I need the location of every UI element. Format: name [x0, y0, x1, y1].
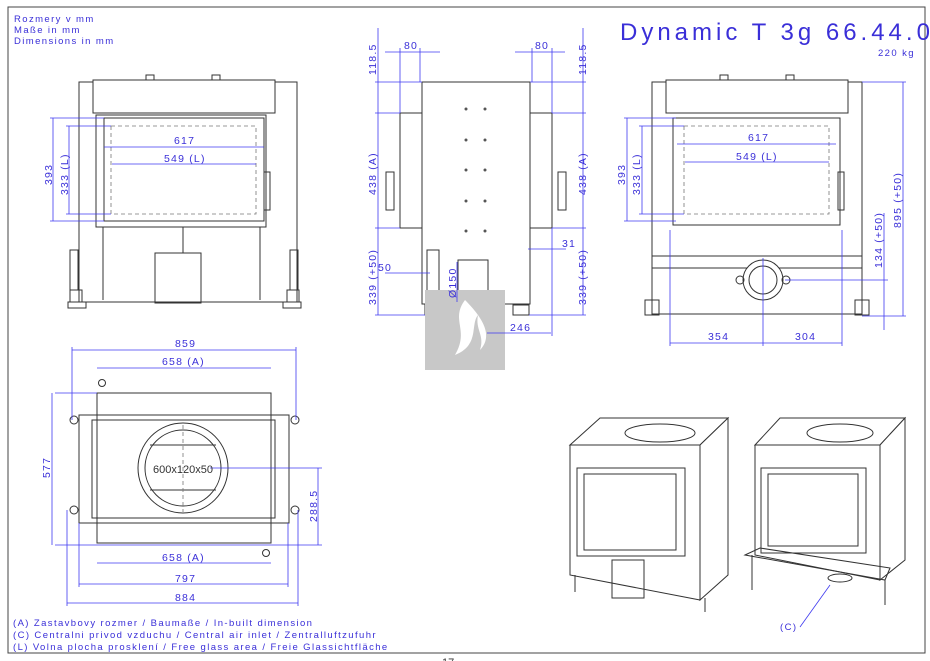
dim-246: 246 — [510, 322, 531, 334]
dim-884: 884 — [175, 592, 196, 604]
dim-333-left: 333 (L) — [59, 153, 71, 195]
dim-288-5: 288.5 — [308, 490, 320, 522]
legend-l: (L) Volna plocha prosklení / Free glass … — [13, 642, 389, 653]
dim-859: 859 — [175, 338, 196, 350]
units-label-de: Maße in mm — [14, 25, 81, 36]
dim-diameter-150: Ø150 — [447, 268, 459, 299]
units-label-en: Dimensions in mm — [14, 36, 115, 47]
legend-c: (C) Centralni privod vzduchu / Central a… — [13, 630, 377, 641]
dim-617-left: 617 — [174, 135, 195, 147]
dim-31: 31 — [562, 238, 576, 250]
front-view-left — [67, 74, 302, 309]
dim-393-left: 393 — [43, 164, 55, 185]
drawing-frame — [7, 6, 926, 654]
callout-central-air-inlet: (C) — [780, 622, 797, 633]
units-label-cz: Rozmery v mm — [14, 14, 95, 25]
dim-50: 50 — [378, 262, 392, 274]
dim-339-left: 339 (+50) — [367, 249, 379, 305]
dim-658-top: 658 (A) — [162, 356, 205, 368]
side-view — [385, 81, 567, 316]
dim-577: 577 — [41, 457, 53, 478]
dim-333-right: 333 (L) — [631, 153, 643, 195]
perspective-view-right — [743, 416, 907, 605]
front-view-right — [644, 74, 870, 316]
dim-658-bottom: 658 (A) — [162, 552, 205, 564]
dim-80-left: 80 — [404, 40, 418, 52]
dim-549-right: 549 (L) — [736, 151, 778, 163]
dim-393-right: 393 — [616, 164, 628, 185]
model-title: Dynamic T 3g 66.44.01 — [620, 19, 930, 46]
dim-895: 895 (+50) — [892, 172, 904, 228]
dim-339-right: 339 (+50) — [577, 249, 589, 305]
page-number: 17 — [442, 657, 454, 661]
weight-label: 220 kg — [878, 48, 915, 59]
dim-438-left: 438 (A) — [367, 152, 379, 195]
legend-a: (A) Zastavbovy rozmer / Baumaße / In-bui… — [13, 618, 313, 629]
dim-118-5-right: 118.5 — [577, 44, 589, 76]
flame-icon — [455, 300, 487, 355]
dim-304: 304 — [795, 331, 816, 343]
perspective-view-left — [568, 416, 730, 612]
dim-617-right: 617 — [748, 132, 769, 144]
dim-438-right: 438 (A) — [577, 152, 589, 195]
dim-134: 134 (+50) — [873, 212, 885, 268]
dim-549-left: 549 (L) — [164, 153, 206, 165]
dim-118-5-left: 118.5 — [367, 44, 379, 76]
dim-80-right: 80 — [535, 40, 549, 52]
dim-354: 354 — [708, 331, 729, 343]
dim-797: 797 — [175, 573, 196, 585]
air-opening-label: 600x120x50 — [153, 464, 213, 476]
